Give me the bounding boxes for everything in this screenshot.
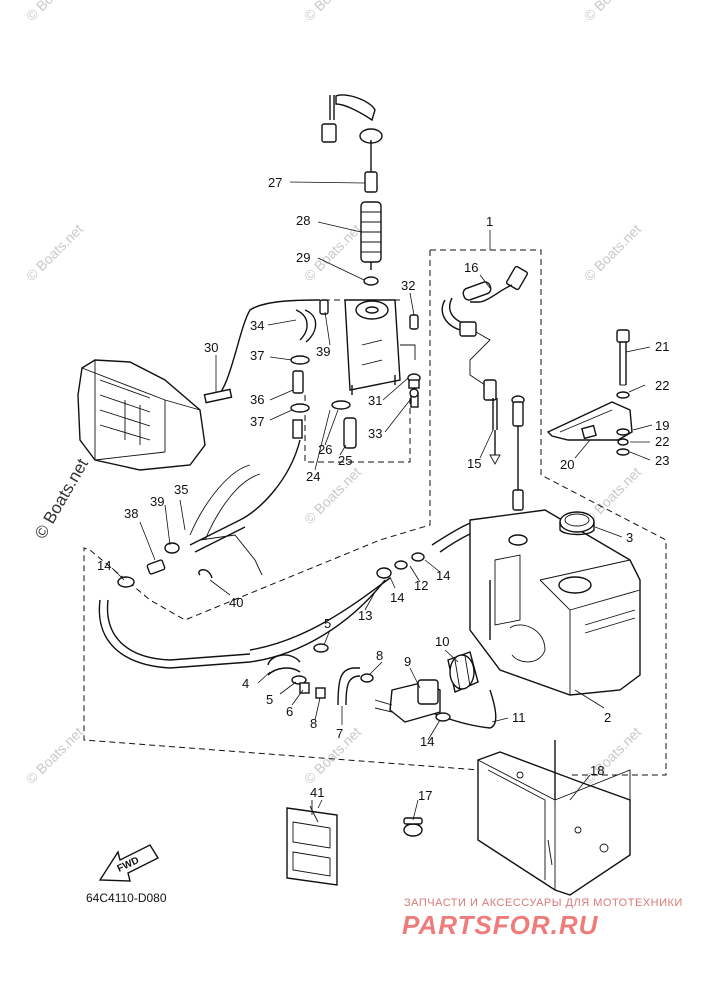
tank-cap-3 [559, 511, 595, 536]
callout-38: 38 [124, 506, 138, 521]
callout-22: 23 [655, 453, 669, 468]
level-switch-15 [441, 265, 529, 546]
callout-5: 5 [324, 616, 331, 631]
brand-subtitle: ЗАПЧАСТИ И АКСЕССУАРЫ ДЛЯ МОТОТЕХНИКИ [404, 897, 683, 909]
watermark: © Boats.net [301, 0, 364, 24]
callout-15: 15 [467, 456, 481, 471]
outline-tube-group [304, 395, 411, 463]
callout-29: 29 [296, 250, 310, 265]
callout-33: 33 [368, 426, 382, 441]
callout-14: 14 [390, 590, 404, 605]
watermark: © Boats.net [301, 724, 364, 787]
callout-1: 1 [486, 214, 493, 229]
label-41 [286, 800, 338, 886]
callout-20: 20 [560, 457, 574, 472]
callout-37: 37 [250, 348, 264, 363]
watermark: © Boats.net [581, 221, 644, 284]
callout-11: 11 [512, 710, 526, 725]
brand-watermark: ЗАПЧАСТИ И АКСЕССУАРЫ ДЛЯ МОТОТЕХНИКИ PA… [402, 897, 683, 940]
callout-22: 22 [655, 378, 669, 393]
callout-7: 7 [336, 726, 343, 741]
callout-12: 12 [414, 578, 428, 593]
callouts: 1 2 3 4 5 5 6 7 8 8 9 10 11 12 13 14 14 … [97, 175, 669, 803]
callout-36: 36 [250, 392, 264, 407]
callout-14: 14 [97, 558, 111, 573]
callout-40: 40 [229, 595, 243, 610]
watermark: © Boats.net [23, 724, 86, 787]
oil-tank-2 [469, 509, 641, 696]
callout-13: 13 [358, 608, 372, 623]
engine-cowling [77, 359, 206, 471]
callout-34: 34 [250, 318, 264, 333]
clip-17 [403, 817, 423, 837]
callout-23: 22 [655, 434, 669, 449]
level-sensor-27 [321, 94, 383, 193]
fuel-filter-10 [447, 651, 479, 693]
callout-37: 37 [250, 414, 264, 429]
callout-30: 30 [204, 340, 218, 355]
fuel-pump-9 [374, 679, 441, 723]
callout-26: 26 [318, 442, 332, 457]
bracket-19 [546, 401, 633, 441]
callout-5: 5 [266, 692, 273, 707]
hull-edge [189, 464, 263, 576]
fwd-arrow: FWD [98, 844, 159, 882]
fittings-31-33 [407, 314, 421, 408]
tube-30 [203, 299, 321, 404]
callout-10: 10 [435, 634, 449, 649]
callout-39: 39 [316, 344, 330, 359]
callout-25: 25 [338, 453, 352, 468]
callout-39: 39 [150, 494, 164, 509]
brand-name: PARTSFOR.RU [402, 910, 599, 940]
callout-17: 17 [418, 788, 432, 803]
watermark-large: © Boats.net [31, 455, 92, 542]
callout-31: 31 [368, 393, 382, 408]
callout-21: 21 [655, 339, 669, 354]
filter-screen-28 [360, 201, 382, 270]
watermark: © Boats.net [23, 0, 86, 24]
callout-2: 2 [604, 710, 611, 725]
callout-19: 19 [655, 418, 669, 433]
tray-18 [477, 740, 631, 896]
callout-18: 18 [590, 763, 604, 778]
callout-6: 6 [286, 704, 293, 719]
callout-14: 14 [436, 568, 450, 583]
hose-group-left [290, 299, 357, 449]
outline-assembly-1 [83, 249, 667, 776]
leader-lines [111, 181, 653, 821]
callout-8: 8 [376, 648, 383, 663]
watermark: © Boats.net [23, 221, 86, 284]
callout-16: 16 [464, 260, 478, 275]
o-ring-29 [363, 276, 379, 286]
callout-8: 8 [310, 716, 317, 731]
callout-3: 3 [626, 530, 633, 545]
sub-tank [344, 299, 416, 395]
watermark: © Boats.net [581, 0, 644, 24]
callout-35: 35 [174, 482, 188, 497]
lower-hoses [98, 518, 499, 729]
callout-14: 14 [420, 734, 434, 749]
callout-4: 4 [242, 676, 249, 691]
callout-24: 24 [306, 469, 320, 484]
callout-27: 27 [268, 175, 282, 190]
tube-35 [146, 439, 301, 579]
diagram-code: 64C4110-D080 [86, 891, 167, 905]
callout-28: 28 [296, 213, 310, 228]
callout-41: 41 [310, 785, 324, 800]
callout-32: 32 [401, 278, 415, 293]
callout-9: 9 [404, 654, 411, 669]
bolt-21 [616, 329, 630, 456]
